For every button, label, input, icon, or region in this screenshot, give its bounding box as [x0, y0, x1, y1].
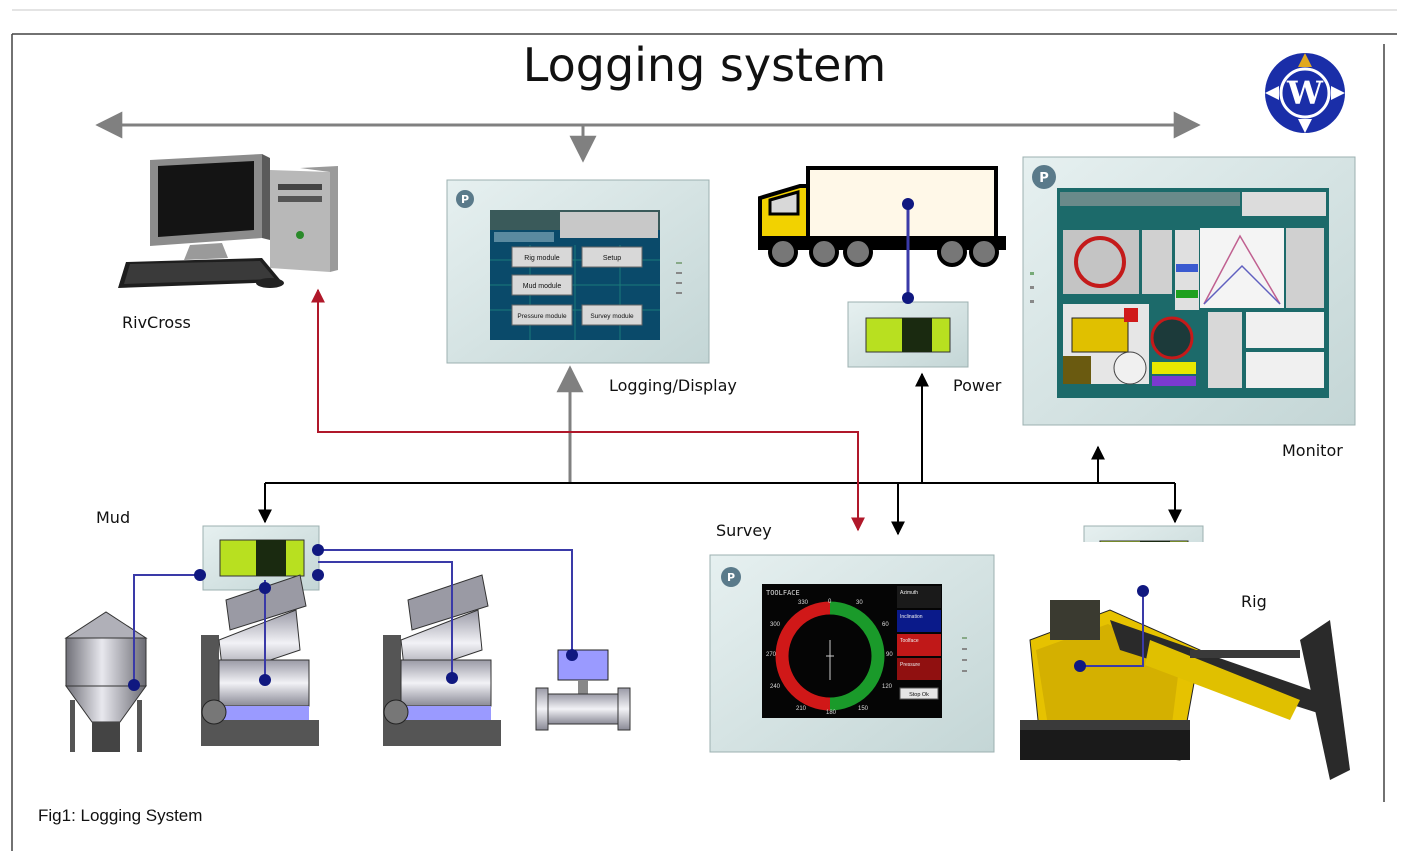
survey-panel: P TOOLFACE 330 0 30 300 60 270 90 240 12…: [709, 554, 995, 753]
mud-wiring: [133, 549, 573, 685]
svg-text:P: P: [727, 571, 735, 584]
rivcross-computer-icon: [118, 154, 338, 288]
tick-330: 330: [798, 600, 809, 606]
tick-30: 30: [856, 600, 863, 606]
tick-240: 240: [770, 684, 781, 690]
rig-wiring: [1080, 591, 1144, 667]
logo-letter: W: [1286, 74, 1324, 112]
mud-label: Mud: [96, 508, 131, 527]
tick-180: 180: [826, 710, 837, 716]
power-controller-panel: [847, 301, 969, 368]
svg-text:P: P: [1039, 171, 1049, 186]
tick-300: 300: [770, 622, 781, 628]
rig-module-button: Rig module: [524, 255, 560, 262]
top-network-bus: [95, 111, 1201, 163]
survey-label: Survey: [716, 521, 772, 540]
tick-150: 150: [858, 706, 869, 712]
inclination-panel-label: Inclination: [900, 614, 923, 620]
tick-0: 0: [828, 599, 832, 605]
tick-60: 60: [882, 622, 889, 628]
rivcross-survey-link: [311, 288, 865, 532]
pressure-panel-label: Pressure: [900, 662, 920, 668]
mud-controller-panel: [202, 525, 320, 591]
svg-text:P: P: [461, 193, 469, 206]
tick-210: 210: [796, 706, 807, 712]
logo: W: [1265, 53, 1345, 133]
setup-button: Setup: [603, 255, 621, 262]
rivcross-label: RivCross: [122, 313, 191, 332]
mud-module-button: Mud module: [523, 283, 562, 290]
drilling-rig-icon: [1018, 542, 1358, 802]
power-label: Power: [953, 376, 1002, 395]
logging-display-label: Logging/Display: [609, 376, 737, 395]
tick-90: 90: [886, 652, 893, 658]
pressure-module-button: Pressure module: [517, 313, 567, 320]
survey-module-button: Survey module: [590, 313, 634, 320]
toolface-panel-label: Toolface: [900, 638, 919, 644]
figure-caption: Fig1: Logging System: [38, 806, 203, 825]
rig-label: Rig: [1241, 592, 1267, 611]
toolface-header: TOOLFACE: [766, 589, 800, 597]
azimuth-panel-label: Azimuth: [900, 590, 918, 596]
monitor-panel: P: [1022, 156, 1356, 426]
page-frame: [11, 9, 1397, 851]
page-title: Logging system: [522, 38, 887, 92]
flow-meter-icon: [535, 649, 631, 731]
tick-270: 270: [766, 652, 777, 658]
shaker-2-icon: [383, 574, 501, 746]
shaker-1-icon: [201, 574, 319, 746]
tick-120: 120: [882, 684, 893, 690]
monitor-label: Monitor: [1282, 441, 1343, 460]
stop-ok-button: Stop Ok: [909, 692, 929, 698]
silo-icon: [64, 611, 148, 752]
mud-connectors: [128, 544, 578, 691]
logging-display-panel: P Rig module Setup Mud module Pressure m…: [446, 179, 710, 364]
truck-icon: [758, 166, 1006, 267]
